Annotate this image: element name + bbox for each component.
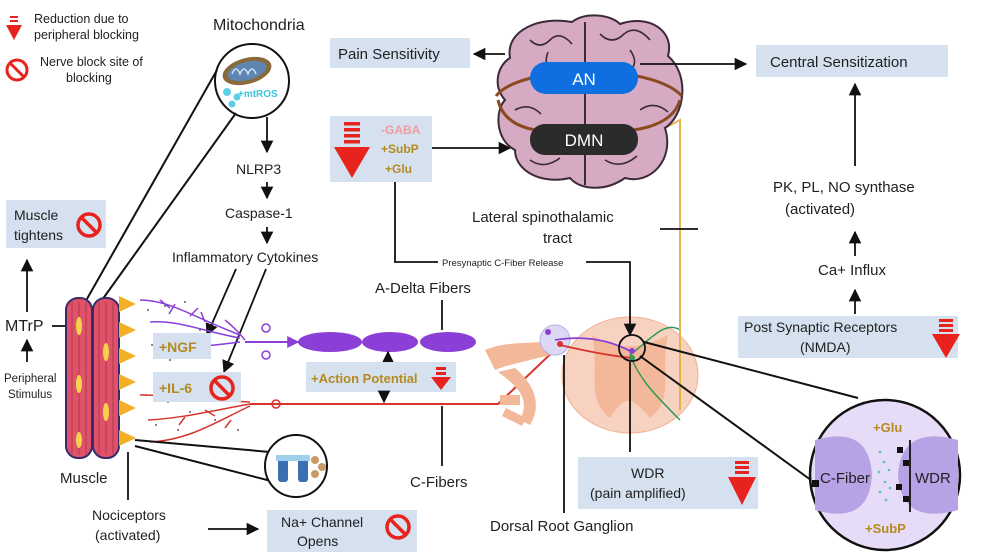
reduction-arrow-neuro <box>334 122 370 178</box>
an-pill <box>530 62 638 94</box>
legend-block-line2: blocking <box>66 71 112 85</box>
ngf-label: +NGF <box>159 339 197 355</box>
an-label: AN <box>572 70 596 89</box>
adelta-label: A-Delta Fibers <box>375 280 471 297</box>
nociceptors-line2: (activated) <box>95 527 160 543</box>
reduction-arrow-wdr <box>728 461 756 505</box>
ngf-box <box>153 333 211 359</box>
reduction-icon <box>6 16 22 40</box>
muscle-tightens-line1: Muscle <box>14 207 59 223</box>
nociceptor-triangles <box>119 296 136 446</box>
drg-label: Dorsal Root Ganglion <box>490 518 633 535</box>
reduction-arrow-ap <box>431 367 451 390</box>
presynaptic-label: Presynaptic C-Fiber Release <box>442 258 563 269</box>
mtrp-label: MTrP <box>5 318 44 335</box>
dmn-pill <box>530 124 638 155</box>
ca-label: Ca+ Influx <box>818 262 886 279</box>
legend-reduction-line2: peripheral blocking <box>34 28 139 42</box>
muscle-label: Muscle <box>60 470 108 487</box>
post-line1: Post Synaptic Receptors <box>744 319 897 335</box>
cfibers-label: C-Fibers <box>410 474 468 491</box>
glu-label: +Glu <box>385 162 412 176</box>
central-sensitization-box <box>756 45 948 77</box>
nlrp3-label: NLRP3 <box>236 161 281 177</box>
na-line1: Na+ Channel <box>281 514 363 530</box>
central-sensitization-label: Central Sensitization <box>770 54 908 71</box>
mitochondria-title: Mitochondria <box>213 17 305 34</box>
lateral-line2: tract <box>543 230 573 247</box>
brain <box>494 14 684 189</box>
legend: Reduction due to peripheral blocking Ner… <box>5 12 143 85</box>
lateral-line1: Lateral spinothalamic <box>472 209 614 226</box>
nociceptors-line1: Nociceptors <box>92 507 166 523</box>
adelta-fiber-segments <box>298 332 476 352</box>
post-synaptic-box <box>738 316 958 358</box>
dmn-label: DMN <box>565 131 604 150</box>
il6-label: +IL-6 <box>159 380 192 396</box>
pain-sensitivity-label: Pain Sensitivity <box>338 46 440 63</box>
peripheral-line2: Stimulus <box>8 389 52 401</box>
synapse-callout <box>808 398 962 552</box>
wdr-box <box>578 457 758 509</box>
legend-reduction-line1: Reduction due to <box>34 12 129 26</box>
pk-line1: PK, PL, NO synthase <box>773 179 915 196</box>
legend-block-line1: Nerve block site of <box>40 55 143 69</box>
mitochondria-callout: +mtROS <box>214 43 290 119</box>
reduction-arrow-post <box>932 319 960 358</box>
post-line2: (NMDA) <box>800 339 851 355</box>
mtros-label: +mtROS <box>238 89 278 100</box>
block-icon-il6 <box>209 375 235 401</box>
synapse-subp-label: +SubP <box>865 521 906 536</box>
peripheral-line1: Peripheral <box>4 373 56 385</box>
caspase-label: Caspase-1 <box>225 205 293 221</box>
synapse-wdr-label: WDR <box>915 470 951 487</box>
gaba-label: -GABA <box>381 123 421 137</box>
block-icon-muscle <box>76 212 102 238</box>
wdr-line1: WDR <box>631 465 664 481</box>
na-line2: Opens <box>297 533 338 549</box>
na-channel-callout <box>264 434 328 498</box>
wdr-line2: (pain amplified) <box>590 485 686 501</box>
pain-sensitivity-box <box>330 38 470 68</box>
cytokines-label: Inflammatory Cytokines <box>172 249 318 265</box>
muscle-fibers <box>65 297 120 459</box>
pk-line2: (activated) <box>785 201 855 218</box>
synapse-glu-label: +Glu <box>873 420 902 435</box>
nerve-block-icon <box>5 58 29 82</box>
muscle-tightens-line2: tightens <box>14 227 63 243</box>
subp-label: +SubP <box>381 142 419 156</box>
action-potential-label: +Action Potential <box>311 371 418 386</box>
synapse-cfiber-label: C-Fiber <box>820 470 870 487</box>
block-icon-na <box>385 514 411 540</box>
